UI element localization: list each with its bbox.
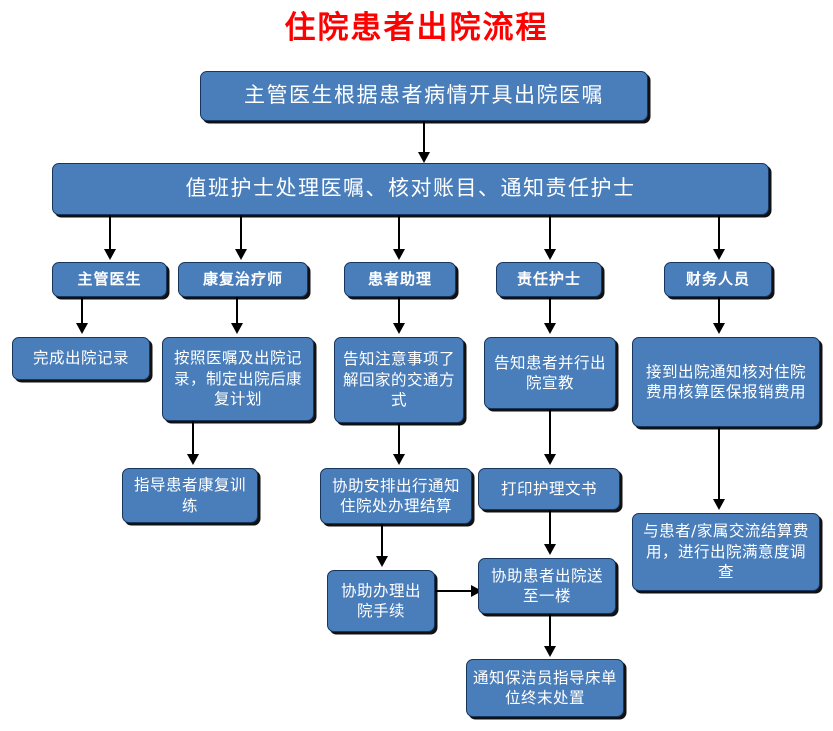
- node-assistant-step-1[interactable]: 告知注意事项了解回家的交通方式: [334, 337, 464, 423]
- node-dispatch[interactable]: 值班护士处理医嘱、核对账目、通知责任护士: [52, 163, 769, 215]
- arrowhead-rehab-to-step1: [231, 323, 243, 334]
- arrowhead-finance-step1-to-step2: [713, 499, 725, 510]
- connector-dispatch-to-role-5: [718, 215, 720, 252]
- node-finance-step-2[interactable]: 与患者/家属交流结算费用，进行出院满意度调查: [632, 513, 820, 591]
- node-nurse-step-3-label: 协助患者出院送至一楼: [490, 566, 603, 605]
- arrowhead-assistant-to-step1: [393, 323, 405, 334]
- node-rehab-step-2-label: 指导患者康复训练: [133, 476, 246, 515]
- node-nurse-step-4-label: 通知保洁员指导床单位终末处置: [473, 668, 618, 707]
- node-role-assistant-label: 患者助理: [367, 269, 432, 288]
- arrowhead-nurse-step1-to-step2: [544, 454, 556, 465]
- connector-dispatch-to-role-1: [109, 215, 111, 252]
- arrowhead-dispatch-to-role-1: [104, 249, 116, 260]
- node-role-doctor-label: 主管医生: [77, 269, 142, 288]
- arrowhead-rehab-step1-to-step2: [187, 454, 199, 465]
- node-role-nurse[interactable]: 责任护士: [496, 262, 602, 297]
- connector-dispatch-to-role-2: [240, 215, 242, 252]
- connector-assistant-step2-to-step3: [381, 524, 383, 559]
- arrowhead-nurse-step3-to-step4: [544, 646, 556, 657]
- arrowhead-assistant-step2-to-step3: [376, 556, 388, 567]
- page-title: 住院患者出院流程: [284, 10, 549, 46]
- arrowhead-doctor-to-step1: [76, 323, 88, 334]
- node-rehab-step-1[interactable]: 按照医嘱及出院记录，制定出院后康复计划: [162, 337, 314, 421]
- connector-nurse-step1-to-step2: [549, 409, 551, 457]
- arrowhead-nurse-to-step1: [544, 323, 556, 334]
- node-nurse-step-2-label: 打印护理文书: [500, 479, 597, 498]
- node-role-rehab[interactable]: 康复治疗师: [178, 262, 308, 297]
- connector-rehab-step1-to-step2: [192, 421, 194, 457]
- arrowhead-nurse-step2-to-step3: [544, 544, 556, 555]
- node-start[interactable]: 主管医生根据患者病情开具出院医嘱: [200, 71, 648, 121]
- connector-assistant-step1-to-step2: [398, 423, 400, 457]
- arrowhead-assistant-step3-to-nurse-step3: [471, 585, 482, 597]
- connector-start-to-dispatch: [423, 121, 425, 156]
- node-rehab-step-1-label: 按照医嘱及出院记录，制定出院后康复计划: [173, 349, 302, 409]
- node-assistant-step-3-label: 协助办理出院手续: [340, 581, 421, 620]
- arrowhead-finance-to-step1: [713, 323, 725, 334]
- connector-nurse-step2-to-step3: [549, 510, 551, 547]
- arrowhead-dispatch-to-role-2: [235, 249, 247, 260]
- connector-assistant-to-step1: [398, 297, 400, 326]
- node-doctor-step-1-label: 完成出院记录: [32, 349, 129, 368]
- node-role-nurse-label: 责任护士: [516, 269, 581, 288]
- node-role-finance[interactable]: 财务人员: [664, 262, 772, 297]
- node-assistant-step-3[interactable]: 协助办理出院手续: [327, 570, 435, 632]
- connector-nurse-to-step1: [549, 297, 551, 326]
- connector-finance-step1-to-step2: [718, 427, 720, 502]
- node-finance-step-2-label: 与患者/家属交流结算费用，进行出院满意度调查: [643, 522, 809, 582]
- node-nurse-step-2[interactable]: 打印护理文书: [478, 468, 620, 510]
- node-nurse-step-4[interactable]: 通知保洁员指导床单位终末处置: [466, 659, 624, 717]
- node-role-finance-label: 财务人员: [685, 269, 750, 288]
- node-assistant-step-2-label: 协助安排出行通知住院处办理结算: [331, 476, 460, 515]
- arrowhead-dispatch-to-role-3: [393, 249, 405, 260]
- node-finance-step-1[interactable]: 接到出院通知核对住院费用核算医保报销费用: [632, 337, 820, 427]
- node-role-rehab-label: 康复治疗师: [202, 269, 283, 288]
- arrowhead-assistant-step1-to-step2: [393, 454, 405, 465]
- connector-assistant-step3-to-nurse-step3: [435, 590, 474, 592]
- node-assistant-step-1-label: 告知注意事项了解回家的交通方式: [342, 350, 455, 410]
- connector-finance-to-step1: [718, 297, 720, 326]
- node-dispatch-label: 值班护士处理医嘱、核对账目、通知责任护士: [185, 176, 636, 201]
- node-finance-step-1-label: 接到出院通知核对住院费用核算医保报销费用: [645, 362, 806, 401]
- node-assistant-step-2[interactable]: 协助安排出行通知住院处办理结算: [320, 468, 472, 524]
- arrowhead-dispatch-to-role-5: [713, 249, 725, 260]
- node-doctor-step-1[interactable]: 完成出院记录: [12, 337, 150, 380]
- connector-dispatch-to-role-3: [398, 215, 400, 252]
- connector-rehab-to-step1: [236, 297, 238, 326]
- node-nurse-step-1-label: 告知患者并行出院宣教: [493, 353, 606, 392]
- arrowhead-dispatch-to-role-4: [544, 249, 556, 260]
- node-nurse-step-1[interactable]: 告知患者并行出院宣教: [484, 337, 616, 409]
- connector-doctor-to-step1: [81, 297, 83, 326]
- connector-nurse-step3-to-step4: [549, 614, 551, 649]
- node-role-doctor[interactable]: 主管医生: [52, 262, 167, 297]
- node-start-label: 主管医生根据患者病情开具出院医嘱: [244, 83, 604, 108]
- connector-dispatch-to-role-4: [549, 215, 551, 252]
- arrowhead-start-to-dispatch: [418, 152, 430, 163]
- node-nurse-step-3[interactable]: 协助患者出院送至一楼: [478, 558, 616, 614]
- node-role-assistant[interactable]: 患者助理: [344, 262, 456, 297]
- node-rehab-step-2[interactable]: 指导患者康复训练: [122, 468, 258, 523]
